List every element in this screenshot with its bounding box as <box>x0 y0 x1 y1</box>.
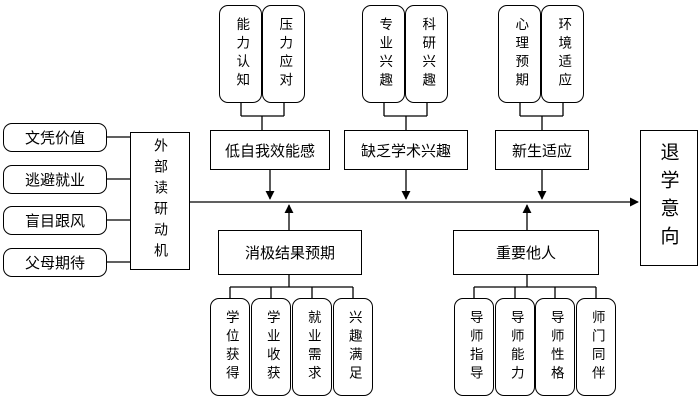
factor-significant-others: 重要他人 <box>453 230 599 275</box>
dropout-intention-box: 退学意向 <box>640 130 698 266</box>
sub-item-advisor-personality: 导师性格 <box>535 298 575 396</box>
sub-item-lab-peers: 师门同伴 <box>576 298 616 396</box>
sub-item-advisor-ability: 导师能力 <box>495 298 535 396</box>
motive-item-follow-crowd: 盲目跟风 <box>3 206 107 235</box>
external-motivation-box: 外部读研动机 <box>130 132 190 270</box>
sub-item-env-adaptation: 环境适应 <box>541 5 584 103</box>
sub-item-psych-expectation: 心理预期 <box>498 5 541 103</box>
sub-item-degree-attainment: 学位获得 <box>210 298 250 396</box>
sub-item-major-interest: 专业兴趣 <box>362 5 405 103</box>
motive-item-parents: 父母期待 <box>3 248 107 277</box>
sub-item-ability-cognition: 能力认知 <box>219 5 262 103</box>
sub-item-interest-fulfillment: 兴趣满足 <box>333 298 373 396</box>
factor-low-self-efficacy: 低自我效能感 <box>210 130 330 170</box>
sub-item-employment-needs: 就业需求 <box>292 298 332 396</box>
motive-item-avoid-employment: 逃避就业 <box>3 165 107 194</box>
factor-negative-outcome-expectation: 消极结果预期 <box>218 230 362 275</box>
sub-item-advisor-guidance: 导师指导 <box>454 298 494 396</box>
sub-item-stress-coping: 压力应对 <box>262 5 305 103</box>
sub-item-academic-gain: 学业收获 <box>251 298 291 396</box>
factor-freshman-adaptation: 新生适应 <box>495 130 589 170</box>
factor-lack-academic-interest: 缺乏学术兴趣 <box>344 130 468 170</box>
sub-item-research-interest: 科研兴趣 <box>405 5 448 103</box>
motive-item-diploma: 文凭价值 <box>3 123 107 152</box>
